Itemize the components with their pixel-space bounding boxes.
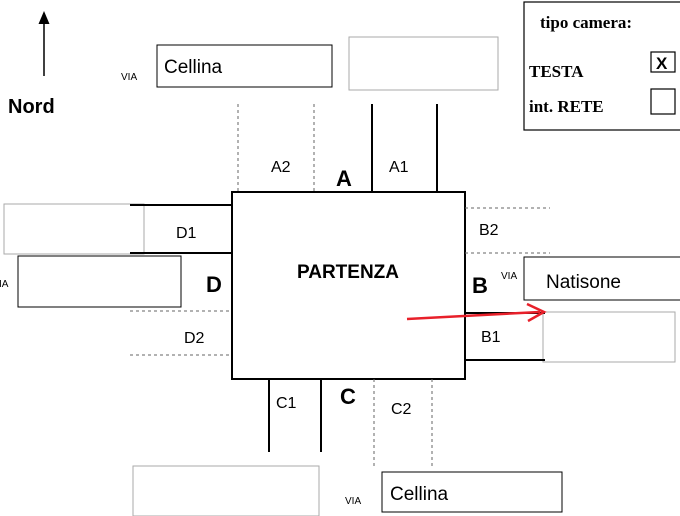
street-box-south: [381, 471, 563, 513]
lane-label-a2: A2: [271, 159, 291, 176]
legend-title: tipo camera:: [540, 13, 632, 32]
start-box-label: PARTENZA: [297, 262, 399, 283]
street-name-south: Cellina: [390, 484, 449, 505]
street-box-west: [17, 255, 182, 308]
empty-box-east-bottom: [542, 311, 676, 363]
empty-box-west-top: [3, 203, 145, 255]
street-box-north: [156, 44, 333, 88]
legend-option-testa-label: TESTA: [529, 62, 584, 81]
lane-label-c2: C2: [391, 401, 412, 418]
legend-option-testa-checkbox[interactable]: [650, 51, 676, 73]
street-name-north: Cellina: [164, 57, 223, 78]
via-prefix-south: VIA: [345, 496, 361, 507]
legend-option-testa-mark: X: [656, 54, 668, 73]
north-label: Nord: [8, 96, 55, 118]
street-name-east: Natisone: [546, 272, 621, 293]
lane-label-a1: A1: [389, 159, 409, 176]
start-box: [231, 191, 466, 380]
empty-box-south-left: [132, 465, 320, 516]
lane-label-c1: C1: [276, 395, 297, 412]
lane-label-d1: D1: [176, 225, 197, 242]
lane-label-d2: D2: [184, 330, 205, 347]
lane-label-b1: B1: [481, 329, 501, 346]
arm-letter-d: D: [206, 272, 222, 297]
arm-letter-b: B: [472, 273, 488, 298]
legend-option-rete-checkbox[interactable]: [650, 88, 676, 115]
empty-box-north-right: [348, 36, 499, 91]
north-arrow: [38, 11, 50, 76]
direction-arrow: [406, 302, 547, 323]
arm-letter-a: A: [336, 166, 352, 191]
via-prefix-west: IA: [0, 279, 9, 290]
legend-box: [523, 1, 680, 131]
arm-letter-c: C: [340, 384, 356, 409]
via-prefix-east: VIA: [501, 271, 517, 282]
legend-option-rete-label: int. RETE: [529, 97, 604, 116]
lane-label-b2: B2: [479, 222, 499, 239]
street-box-east: [523, 256, 680, 301]
via-prefix-north: VIA: [121, 72, 137, 83]
